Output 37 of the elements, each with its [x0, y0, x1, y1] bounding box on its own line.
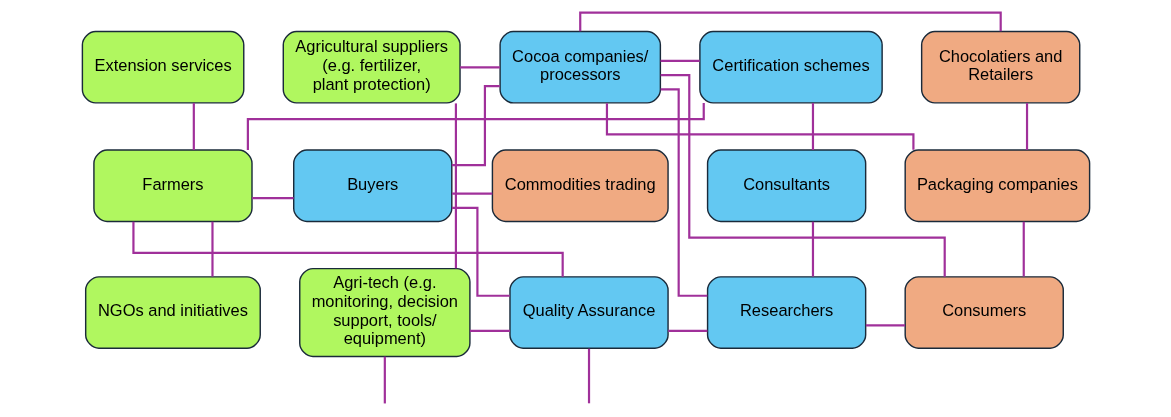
- connector: [667, 329, 707, 332]
- connector: [469, 329, 510, 332]
- connector: [660, 59, 700, 62]
- node-box: Certification schemes: [698, 30, 883, 104]
- node-box: Agri-tech (e.g. monitoring, decision support, tools/ equipment): [298, 267, 471, 358]
- connector: [131, 221, 564, 277]
- connector: [451, 192, 492, 195]
- connector: [865, 324, 905, 327]
- connector: [246, 102, 705, 151]
- connector: [451, 85, 500, 167]
- connector: [454, 103, 457, 269]
- connector: [383, 356, 386, 404]
- node-box: Consumers: [903, 276, 1064, 349]
- connector: [251, 196, 294, 200]
- node-box: Agricultural suppliers (e.g. fertilizer, plant protection): [282, 30, 461, 104]
- node-box: Commodities trading: [491, 149, 669, 223]
- node-box: Cocoa companies/ processors: [498, 30, 661, 104]
- node-box: Farmers: [92, 149, 253, 223]
- node-box: Researchers: [706, 276, 866, 349]
- node-box: Chocolatiers and Retailers: [920, 30, 1080, 104]
- connector: [660, 74, 946, 277]
- node-box: Quality Assurance: [508, 276, 669, 349]
- node-box: NGOs and initiatives: [84, 276, 261, 349]
- connector: [1022, 221, 1025, 277]
- node-box: Consultants: [706, 149, 866, 223]
- connector: [811, 103, 814, 150]
- node-box: Extension services: [81, 30, 244, 104]
- connector: [459, 66, 500, 69]
- connector: [192, 103, 195, 150]
- node-box: Packaging companies: [903, 149, 1090, 223]
- node-box: Buyers: [292, 149, 452, 223]
- connector: [210, 221, 214, 277]
- connector: [451, 206, 510, 297]
- connector: [1025, 103, 1028, 150]
- connector: [587, 348, 590, 404]
- connector: [811, 221, 814, 277]
- connector: [660, 88, 707, 297]
